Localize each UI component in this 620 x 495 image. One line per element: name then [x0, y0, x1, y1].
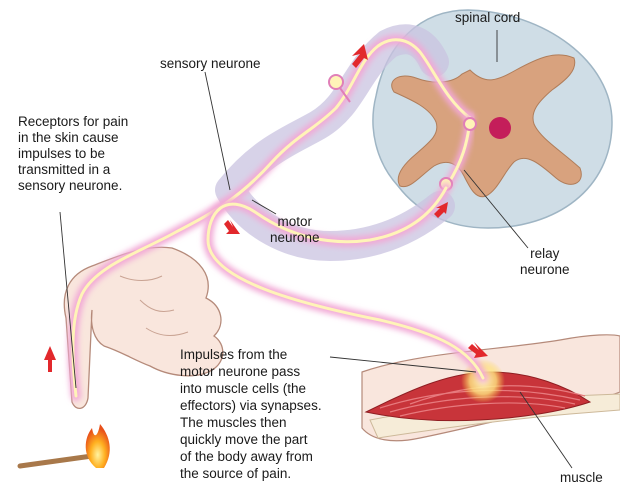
label-relay-neurone: relay neurone — [520, 246, 570, 278]
match — [20, 424, 110, 468]
leader-sensory-neurone — [205, 72, 230, 190]
label-sensory-neurone: sensory neurone — [160, 56, 261, 72]
label-motor-neurone: motor neurone — [270, 214, 320, 246]
label-muscle: muscle — [560, 470, 603, 486]
arrow-up-finger-icon — [44, 346, 56, 372]
matchstick — [20, 456, 92, 466]
central-canal — [489, 117, 511, 139]
label-receptors: Receptors for pain in the skin cause imp… — [18, 114, 128, 194]
label-impulses: Impulses from the motor neurone pass int… — [180, 346, 322, 482]
label-spinal-cord: spinal cord — [455, 10, 520, 26]
relay-synapse-1 — [464, 118, 476, 130]
flame-icon — [86, 424, 110, 468]
